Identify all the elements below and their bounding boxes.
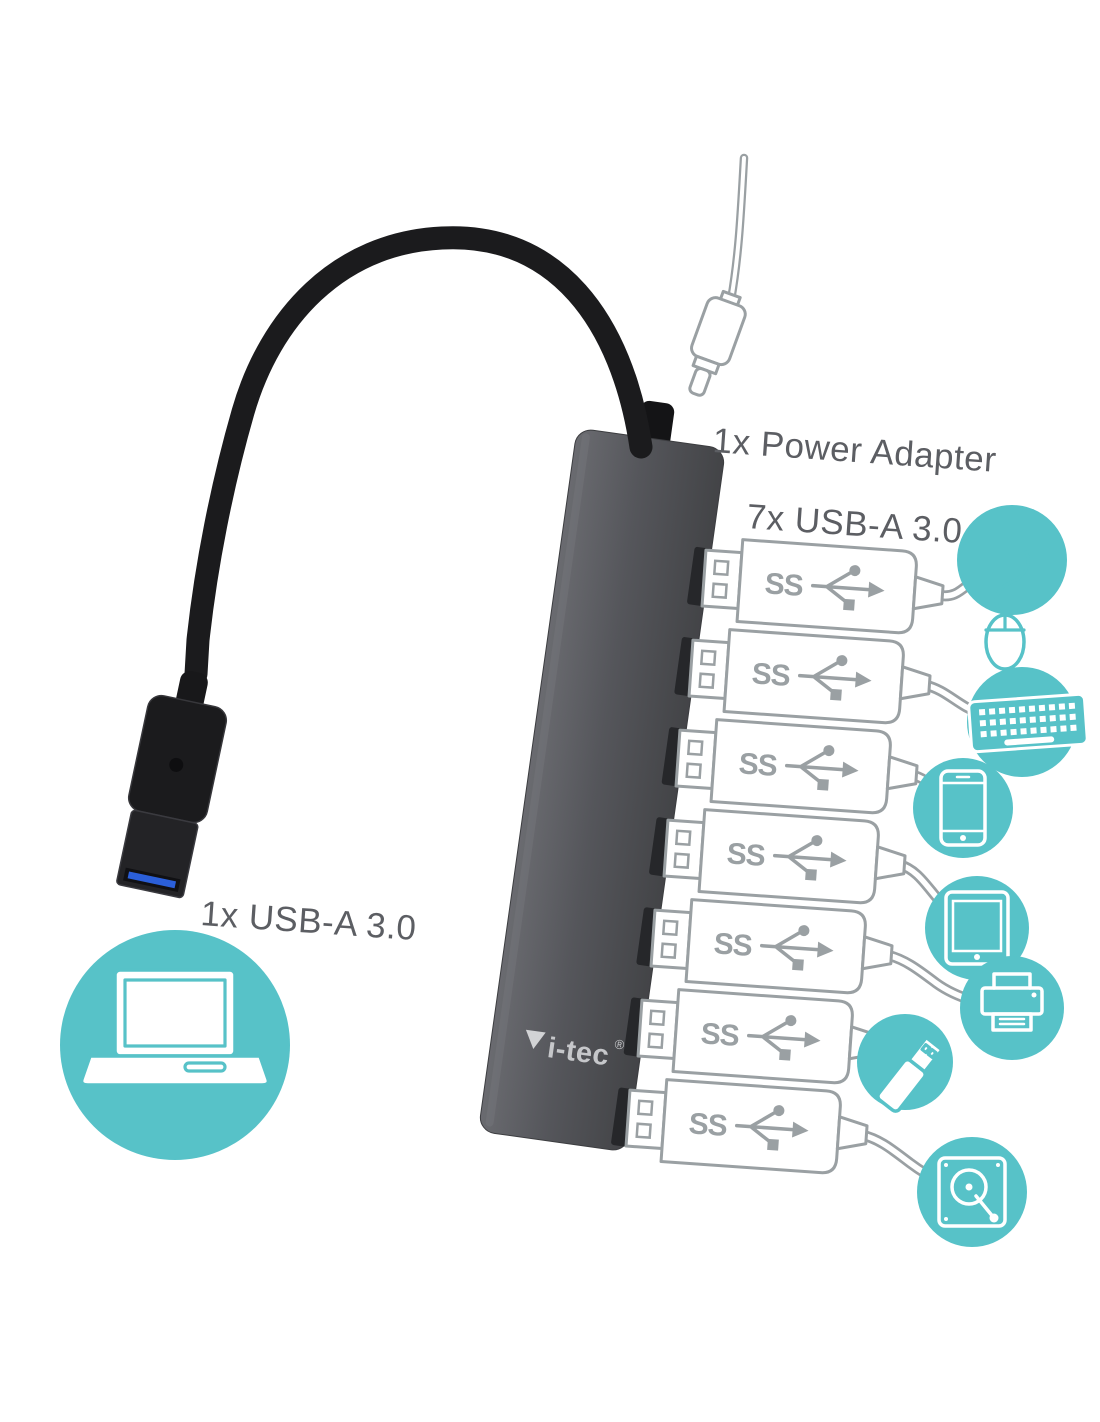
brand-triangle-icon — [525, 1029, 546, 1049]
device-badge-printer — [960, 956, 1064, 1060]
usb-connector-3 — [673, 715, 922, 818]
usb-connector-1 — [699, 535, 948, 638]
hub-edge-highlight — [485, 433, 590, 1127]
tablet-icon — [944, 890, 1010, 966]
device-badge-hard-drive — [917, 1137, 1027, 1247]
hard-drive-icon — [937, 1156, 1007, 1228]
smartphone-icon — [939, 769, 987, 847]
device-badge-keyboard — [967, 667, 1089, 777]
usb-connector-6 — [635, 985, 884, 1088]
mouse-icon — [984, 550, 1030, 671]
usb-connector-2 — [686, 625, 935, 728]
device-badge-mouse — [957, 505, 1067, 671]
plug-dimple — [169, 757, 184, 772]
usb-connector-4 — [661, 805, 910, 908]
usb3-blue-tongue — [127, 871, 177, 889]
host-usb-plug — [116, 670, 228, 899]
brand-logo: i-tec ® — [525, 1029, 626, 1072]
usb-host-label: 1x USB-A 3.0 — [199, 894, 417, 948]
host-usb-cable — [184, 226, 653, 686]
brand-registered-mark: ® — [614, 1036, 626, 1052]
keyboard-icon — [967, 692, 1089, 754]
power-adapter-label: 1x Power Adapter — [711, 421, 997, 480]
device-badge-smartphone — [913, 758, 1013, 858]
printer-icon — [980, 972, 1044, 1032]
usb-connector-7 — [623, 1075, 872, 1178]
power-plug — [688, 289, 747, 397]
device-badge-tablet — [925, 876, 1029, 980]
laptop-icon — [79, 968, 271, 1087]
usb-flash-drive-icon — [876, 1035, 944, 1113]
device-badge-usb-flash-drive — [857, 1014, 953, 1113]
device-badge-laptop — [60, 930, 290, 1160]
power-cable — [729, 156, 746, 302]
usb-connector-5 — [648, 895, 897, 998]
power-adapter — [688, 153, 749, 397]
